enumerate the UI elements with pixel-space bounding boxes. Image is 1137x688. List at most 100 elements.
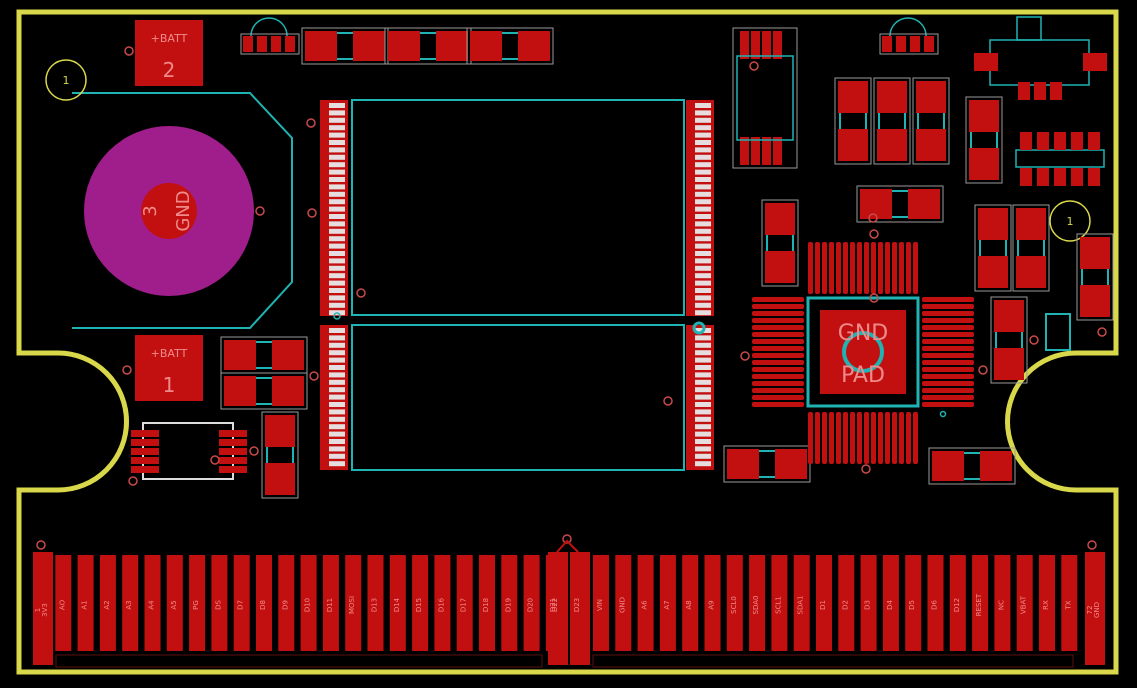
sd-pin-top-left	[329, 221, 345, 227]
sd-pin-top-right	[695, 184, 711, 190]
edge-pad	[659, 555, 676, 651]
sd-pin-top-right	[695, 162, 711, 168]
switch-pad-left	[974, 53, 998, 71]
sd-pin-top-right	[695, 199, 711, 205]
sd-pin-bottom-left	[329, 402, 345, 407]
c-right-5-pad-a	[765, 203, 795, 235]
sd-pin-top-right	[695, 288, 711, 293]
qfn-pin-left	[752, 318, 804, 323]
edge-pad	[389, 555, 406, 651]
battery-pad-gnd-core	[141, 183, 197, 239]
sd-pin-bottom-right	[695, 357, 711, 363]
sd-pin-bottom-right	[695, 409, 711, 415]
edge-pad	[570, 552, 590, 665]
qfn-center-label-line1: GND	[838, 321, 888, 346]
crystal-pad-top	[740, 31, 749, 59]
via	[306, 118, 316, 128]
edge-pad	[233, 555, 250, 651]
edge-pad-label: D6	[931, 600, 939, 610]
c-mid-1-outline	[856, 185, 944, 223]
edge-pad	[838, 555, 855, 651]
c-right-2-outline	[873, 77, 911, 165]
sd-socket-pins	[320, 100, 714, 470]
edge-pad	[1061, 555, 1078, 651]
qfn-pin-left	[752, 339, 804, 344]
qfn-pin1-marker	[842, 331, 884, 373]
sd-pin-top-right	[695, 125, 711, 131]
sd-pin-bottom-left	[329, 409, 345, 415]
sd-pin-top-left	[329, 302, 345, 308]
fiducial-left-label: 1	[63, 74, 70, 87]
sd-pin-top-right	[695, 154, 711, 160]
via	[210, 455, 220, 465]
qfn-pin-left	[752, 297, 804, 302]
qfn-pin-right	[922, 304, 974, 309]
qfn-pin-top	[913, 242, 918, 294]
c-bot-2-pad-a	[932, 451, 964, 481]
c-right-8-pad-b	[1080, 285, 1110, 317]
batt-plus-pad-2	[135, 20, 203, 86]
edge-pad	[77, 555, 94, 651]
edge-connector-hatch-right	[592, 654, 1074, 668]
via-small	[939, 410, 947, 418]
sd-pin-bottom-right	[695, 453, 711, 459]
edge-pad	[456, 555, 473, 651]
qfn-pin-bottom	[899, 412, 904, 464]
edge-pad-first-number: 1	[34, 608, 42, 612]
chip-bottom-left-pin-l	[131, 448, 159, 455]
sd-pin-top-left	[329, 295, 345, 301]
edge-pad	[434, 555, 451, 651]
qfn-pin-right	[922, 325, 974, 330]
edge-pad	[882, 555, 899, 651]
sd-pin-top-right	[695, 110, 711, 116]
qfn-pin-top	[808, 242, 813, 294]
qfn-pin-right	[922, 346, 974, 351]
sd-pin-bottom-right	[695, 416, 711, 422]
via	[249, 446, 259, 456]
qfn-pin-bottom	[864, 412, 869, 464]
sd-pin-top-left	[329, 280, 345, 286]
qfn-pin-bottom	[878, 412, 883, 464]
sd-pin-top-right	[695, 206, 711, 212]
sd-pin-bottom-right	[695, 402, 711, 407]
edge-pad-label: D15	[415, 598, 423, 612]
led-left-pin	[285, 36, 295, 52]
c-left-2-pad-a	[224, 376, 256, 406]
edge-pad-label: D9	[281, 600, 289, 610]
edge-pad	[122, 555, 139, 651]
sd-pin-top-left	[329, 228, 345, 234]
via	[255, 206, 265, 216]
qfn-pin-top	[885, 242, 890, 294]
sd-pin-top-left	[329, 265, 345, 271]
edge-pad	[637, 555, 654, 651]
sd-pin-bottom-left	[329, 394, 345, 400]
edge-pad-label: RESET	[975, 593, 983, 616]
sd-pin-top-right	[695, 191, 711, 197]
edge-pad-label: VBAT	[1020, 595, 1028, 614]
qfn-pin-bottom	[815, 412, 820, 464]
qfn-pin-left	[752, 388, 804, 393]
small-ic-pin-bottom	[1054, 168, 1066, 186]
sd-pin-top-right	[695, 295, 711, 301]
sd-pin-top-right	[695, 177, 711, 182]
r-top-1-pad-a	[305, 31, 337, 61]
batt-plus-pad-2-label: +BATT	[151, 32, 188, 45]
battery-pad-gnd-name: GND	[173, 190, 194, 231]
qfn-pin-left	[752, 332, 804, 337]
qfn-pin-right	[922, 318, 974, 323]
c-right-2-pad-b	[877, 129, 907, 161]
via	[307, 208, 317, 218]
sd-pin-bottom-right	[695, 394, 711, 400]
led-left-pin	[271, 36, 281, 52]
via	[740, 351, 750, 361]
edge-pad	[793, 555, 810, 651]
small-ic-pin-top	[1071, 132, 1083, 150]
qfn-pin-top	[822, 242, 827, 294]
diode-body	[1045, 313, 1071, 351]
edge-pad-last-name: GND	[1093, 602, 1101, 618]
edge-pad	[771, 555, 788, 651]
sd-pin-bottom-right	[695, 439, 711, 444]
c-right-9-pad-b	[994, 348, 1024, 380]
